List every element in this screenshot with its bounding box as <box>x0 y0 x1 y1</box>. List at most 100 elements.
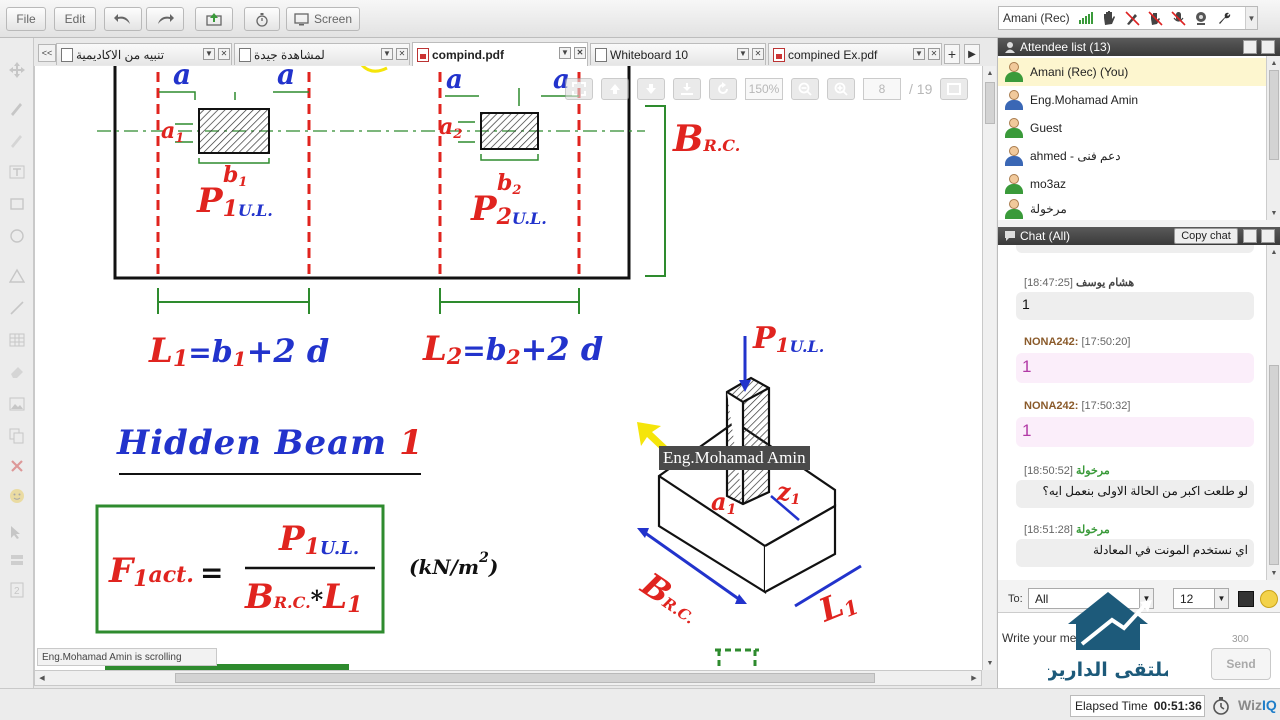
tab-dropdown-icon[interactable]: ▼ <box>381 48 393 60</box>
tab-dropdown-icon[interactable]: ▼ <box>559 47 571 59</box>
screen-share-button[interactable]: Screen <box>286 7 360 31</box>
tab-close-icon[interactable]: ✕ <box>218 48 230 60</box>
expand-icon[interactable] <box>1261 40 1275 54</box>
scroll-up-icon[interactable]: ▲ <box>1270 248 1278 256</box>
next-page-icon[interactable] <box>637 78 665 100</box>
tab-dropdown-icon[interactable]: ▼ <box>913 48 925 60</box>
line-tool-icon[interactable] <box>7 298 27 318</box>
scroll-left-icon[interactable]: ◀ <box>39 675 45 682</box>
minimize-icon[interactable] <box>1243 229 1257 243</box>
pointer-tool-icon[interactable] <box>7 522 27 542</box>
scroll-right-icon[interactable]: ▶ <box>971 675 977 682</box>
scroll-down-icon[interactable]: ▼ <box>1270 569 1278 577</box>
eraser-tool-icon[interactable] <box>7 362 27 382</box>
attendee-item[interactable]: مرخولة <box>998 198 1266 220</box>
move-tool-icon[interactable] <box>7 60 27 80</box>
tab-whiteboard-10[interactable]: Whiteboard 10 ▼ ✕ <box>590 43 766 65</box>
pdf-viewer[interactable]: a a a a a1 a2 b1 b2 P1U.L. P2U.L. BR.C. … <box>34 66 982 670</box>
rotate-icon[interactable] <box>709 78 737 100</box>
scroll-thumb[interactable] <box>1269 365 1279 565</box>
undo-button[interactable] <box>104 7 142 31</box>
layers-tool-icon[interactable] <box>7 550 27 570</box>
emoji-icon[interactable] <box>1260 590 1278 608</box>
raise-hand-icon[interactable] <box>1101 10 1118 27</box>
tabs-next-button[interactable]: ▶ <box>964 44 980 64</box>
fullscreen-icon[interactable] <box>940 78 969 100</box>
hand-off-icon[interactable] <box>1147 10 1164 27</box>
highlighter-tool-icon[interactable] <box>7 130 27 150</box>
attendee-item[interactable]: mo3az <box>998 170 1266 198</box>
right-sidebar: Attendee list (13) Amani (Rec) (You) Eng… <box>997 38 1280 688</box>
zoom-out-icon[interactable] <box>791 78 819 100</box>
redo-button[interactable] <box>146 7 184 31</box>
minimize-icon[interactable] <box>1243 40 1257 54</box>
tab-close-icon[interactable]: ✕ <box>396 48 408 60</box>
tab-compined-ex-pdf[interactable]: compined Ex.pdf ▼ ✕ <box>768 43 942 65</box>
scroll-down-icon[interactable]: ▼ <box>1270 209 1278 217</box>
tab-academy-notice[interactable]: تنبيه من الاكاديمية ▼ ✕ <box>56 43 232 65</box>
tab-close-icon[interactable]: ✕ <box>752 48 764 60</box>
tab-dropdown-icon[interactable]: ▼ <box>737 48 749 60</box>
chat-input-placeholder: Write your mes <box>1002 631 1083 645</box>
scroll-up-icon[interactable]: ▲ <box>986 69 994 77</box>
attendee-item[interactable]: Amani (Rec) (You) <box>998 58 1266 86</box>
tab-good-viewing[interactable]: لمشاهدة جيدة ▼ ✕ <box>234 43 410 65</box>
tab-compind-pdf[interactable]: compind.pdf ▼ ✕ <box>412 42 588 66</box>
attendee-item[interactable]: Guest <box>998 114 1266 142</box>
send-button[interactable]: Send <box>1211 648 1271 680</box>
attendee-scrollbar[interactable]: ▲ ▼ <box>1266 56 1280 220</box>
image-tool-icon[interactable] <box>7 394 27 414</box>
zoom-in-icon[interactable] <box>827 78 855 100</box>
font-size-select[interactable]: 12▼ <box>1173 588 1229 609</box>
stopwatch-icon[interactable] <box>1212 696 1230 716</box>
doc-horizontal-scrollbar[interactable]: ◀ ▶ <box>34 670 982 686</box>
triangle-tool-icon[interactable] <box>7 266 27 286</box>
zoom-level-field[interactable]: 150% <box>745 78 783 100</box>
text-color-picker[interactable] <box>1238 591 1254 607</box>
tab-close-icon[interactable]: ✕ <box>574 47 586 59</box>
ellipse-tool-icon[interactable] <box>7 226 27 246</box>
pen-off-icon[interactable] <box>1124 10 1141 27</box>
expand-icon[interactable] <box>1261 229 1275 243</box>
scroll-thumb[interactable] <box>1269 70 1279 160</box>
copy-tool-icon[interactable] <box>7 426 27 446</box>
tab-dropdown-icon[interactable]: ▼ <box>203 48 215 60</box>
edit-menu-button[interactable]: Edit <box>54 7 96 31</box>
download-icon[interactable] <box>673 78 701 100</box>
upload-button[interactable] <box>195 7 233 31</box>
attendee-name: Guest <box>1030 121 1063 135</box>
settings-wrench-icon[interactable] <box>1216 10 1233 27</box>
svg-text:ملتقى الدارين: ملتقى الدارين <box>1048 659 1168 681</box>
timer-button[interactable] <box>244 7 280 31</box>
first-page-icon[interactable] <box>601 78 629 100</box>
tabs-overflow-button[interactable]: << <box>38 44 56 62</box>
chat-bubble-icon <box>1005 231 1015 241</box>
webcam-icon[interactable] <box>1193 10 1210 27</box>
attendee-item[interactable]: Eng.Mohamad Amin <box>998 86 1266 114</box>
add-tab-button[interactable]: + <box>944 44 960 64</box>
scroll-down-icon[interactable]: ▼ <box>986 659 994 667</box>
number-tool-icon[interactable]: 2 <box>7 580 27 600</box>
pen-tool-icon[interactable] <box>7 98 27 118</box>
page-number-field[interactable]: 8 <box>863 78 901 100</box>
rectangle-tool-icon[interactable] <box>7 194 27 214</box>
text-tool-icon[interactable] <box>7 162 27 182</box>
scroll-thumb[interactable] <box>985 82 995 124</box>
document-icon <box>239 47 251 62</box>
attendee-item[interactable]: ahmed - دعم فنى <box>998 142 1266 170</box>
mic-off-icon[interactable] <box>1170 10 1187 27</box>
emoticon-tool-icon[interactable] <box>7 486 27 506</box>
table-tool-icon[interactable] <box>7 330 27 350</box>
file-menu-button[interactable]: File <box>6 7 46 31</box>
scroll-up-icon[interactable]: ▲ <box>1270 59 1278 67</box>
doc-vertical-scrollbar[interactable]: ▲ ▼ <box>982 66 996 670</box>
fit-page-icon[interactable] <box>565 78 593 100</box>
clear-tool-icon[interactable] <box>7 456 27 476</box>
tab-close-icon[interactable]: ✕ <box>928 48 940 60</box>
copy-chat-button[interactable]: Copy chat <box>1174 228 1238 244</box>
scroll-thumb[interactable] <box>175 673 875 683</box>
screen-label: Screen <box>313 12 353 26</box>
user-menu-dropdown-icon[interactable]: ▼ <box>1245 7 1257 29</box>
chat-scrollbar[interactable]: ▲ ▼ <box>1266 245 1280 580</box>
